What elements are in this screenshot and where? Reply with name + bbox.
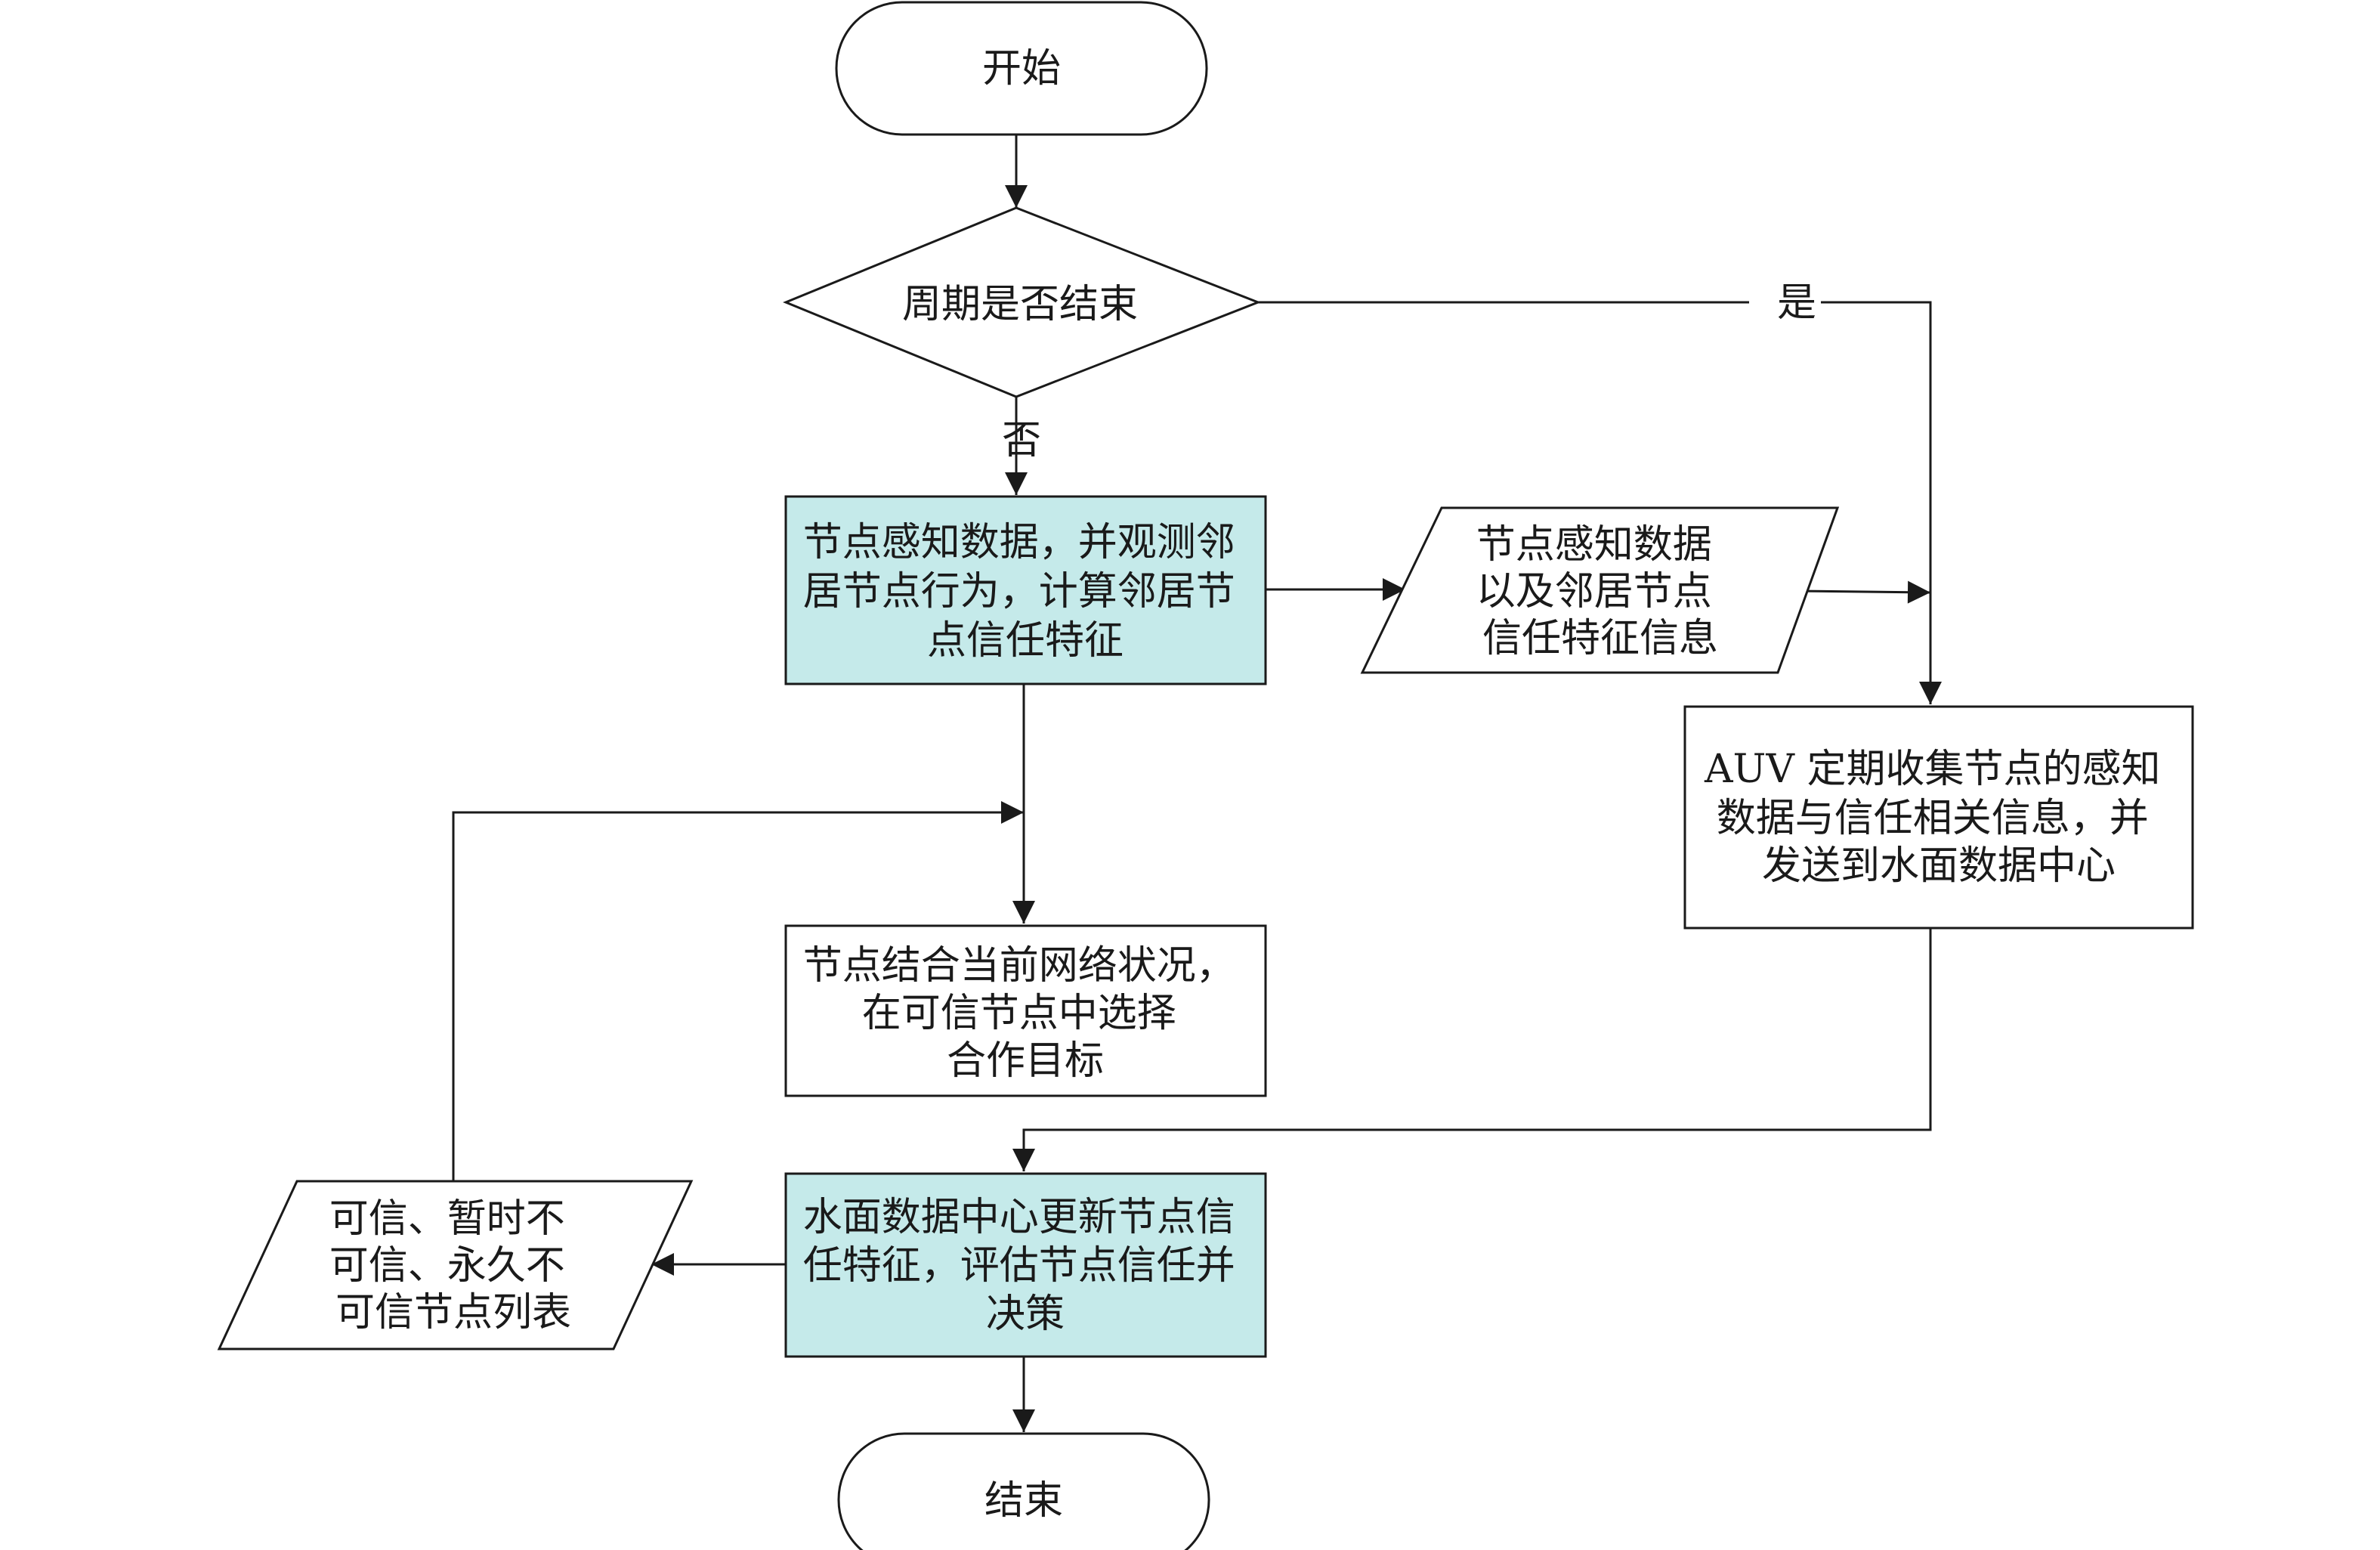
data-center-box: 水面数据中心更新节点信 任特征，评估节点信任并 决策 <box>784 1172 1267 1358</box>
svg-text:可信、暂时不 可信、永久不 可信节点: 可信、暂时不 可信、永久不 可信节点列表 <box>329 1196 578 1335</box>
sense-process-line-2: 居节点行为，计算邻居节 <box>803 569 1235 614</box>
center-line-3: 决策 <box>986 1292 1065 1337</box>
select-line-3: 合作目标 <box>947 1038 1104 1084</box>
center-line-2: 任特征，评估节点信任并 <box>803 1243 1235 1289</box>
arrow-auv-to-center <box>1012 928 1932 1171</box>
start-terminal: 开始 <box>835 1 1208 136</box>
center-line-1: 水面数据中心更新节点信 <box>803 1195 1235 1240</box>
auv-collect-box: AUV 定期收集节点的感知 数据与信任相关信息，并 发送到水面数据中心 <box>1683 705 2194 930</box>
svg-text:节点感知数据，并观测邻 居节点行为，计算邻居节: 节点感知数据，并观测邻 居节点行为，计算邻居节 点信任特征 <box>803 520 1248 664</box>
decision-cycle-ended: 周期是否结束 <box>783 206 1262 398</box>
no-label: 否 <box>1002 418 1041 463</box>
yes-label: 是 <box>1777 280 1816 326</box>
sense-output-line-3: 信任特征信息 <box>1482 616 1718 661</box>
auv-line-1: AUV 定期收集节点的感知 <box>1704 747 2160 792</box>
sense-process-line-3: 点信任特征 <box>927 618 1124 664</box>
decision-label: 周期是否结束 <box>902 282 1138 327</box>
trust-list-line-2: 可信、永久不 <box>329 1243 565 1289</box>
select-line-2: 在可信节点中选择 <box>862 991 1176 1036</box>
trust-list-line-3: 可信节点列表 <box>335 1290 571 1335</box>
auv-line-3: 发送到水面数据中心 <box>1762 843 2116 889</box>
svg-text:水面数据中心更新节点信 任特征，评估节点信任并: 水面数据中心更新节点信 任特征，评估节点信任并 决策 <box>803 1195 1248 1337</box>
sense-process-box: 节点感知数据，并观测邻 居节点行为，计算邻居节 点信任特征 <box>784 495 1267 685</box>
end-terminal: 结束 <box>837 1432 1210 1550</box>
arrow-decision-yes-to-auv <box>1254 301 1930 704</box>
svg-text:节点感知数据 以及邻居节点 信任特征: 节点感知数据 以及邻居节点 信任特征信息 <box>1476 522 1725 661</box>
select-target-box: 节点结合当前网络状况， 在可信节点中选择 合作目标 <box>784 924 1267 1097</box>
trust-list-line-1: 可信、暂时不 <box>329 1196 565 1242</box>
trust-list-data: 可信、暂时不 可信、永久不 可信节点列表 <box>217 1180 694 1350</box>
sense-output-data: 节点感知数据 以及邻居节点 信任特征信息 <box>1360 506 1840 674</box>
sense-process-line-1: 节点感知数据，并观测邻 <box>803 520 1235 565</box>
start-label: 开始 <box>982 46 1061 91</box>
svg-text:节点结合当前网络状况， 在可信节点中选择: 节点结合当前网络状况， 在可信节点中选择 合作目标 <box>803 943 1248 1084</box>
end-label: 结束 <box>984 1478 1063 1524</box>
auv-line-2: 数据与信任相关信息，并 <box>1717 796 2149 841</box>
select-line-1: 节点结合当前网络状况， <box>803 943 1235 988</box>
arrow-list-feedback <box>452 801 1024 1181</box>
sense-output-line-1: 节点感知数据 <box>1476 522 1712 568</box>
arrow-output-to-auv-line <box>1796 580 1931 604</box>
sense-output-line-2: 以及邻居节点 <box>1476 569 1712 614</box>
svg-text:AUV 定期收集节点的感知 数据与信任相关信息，: AUV 定期收集节点的感知 数据与信任相关信息，并 发送到水面数据中心 <box>1704 747 2173 889</box>
connectors <box>452 135 1932 1432</box>
